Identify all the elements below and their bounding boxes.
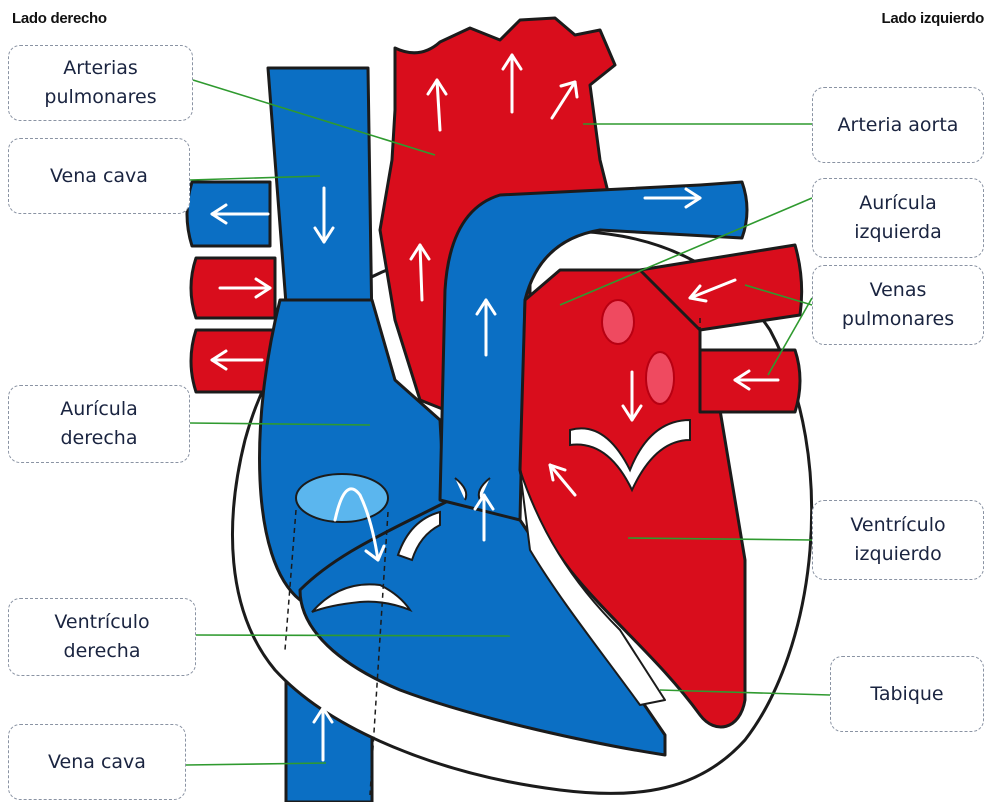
label-venas-pulmonares: Venas pulmonares [812,265,984,345]
label-vena-cava-superior: Vena cava [8,138,190,214]
label-auricula-derecha: Aurícula derecha [8,385,190,463]
label-vena-cava-inferior: Vena cava [8,724,186,800]
label-auricula-izquierda: Aurícula izquierda [812,178,984,258]
label-arteria-aorta: Arteria aorta [812,87,984,163]
right-side-heading: Lado derecho [12,10,107,27]
label-ventriculo-izquierdo: Ventrículo izquierdo [812,500,984,580]
pulmonary-vein-opening-lower [646,352,674,404]
leader-ventriculo-derecha [196,635,510,636]
pulmonary-vein-opening-upper [602,300,634,344]
label-arterias-pulmonares: Arterias pulmonares [8,45,193,121]
label-tabique: Tabique [830,656,984,732]
label-ventriculo-derecha: Ventrículo derecha [8,598,196,676]
left-side-heading: Lado izquierdo [882,10,984,27]
